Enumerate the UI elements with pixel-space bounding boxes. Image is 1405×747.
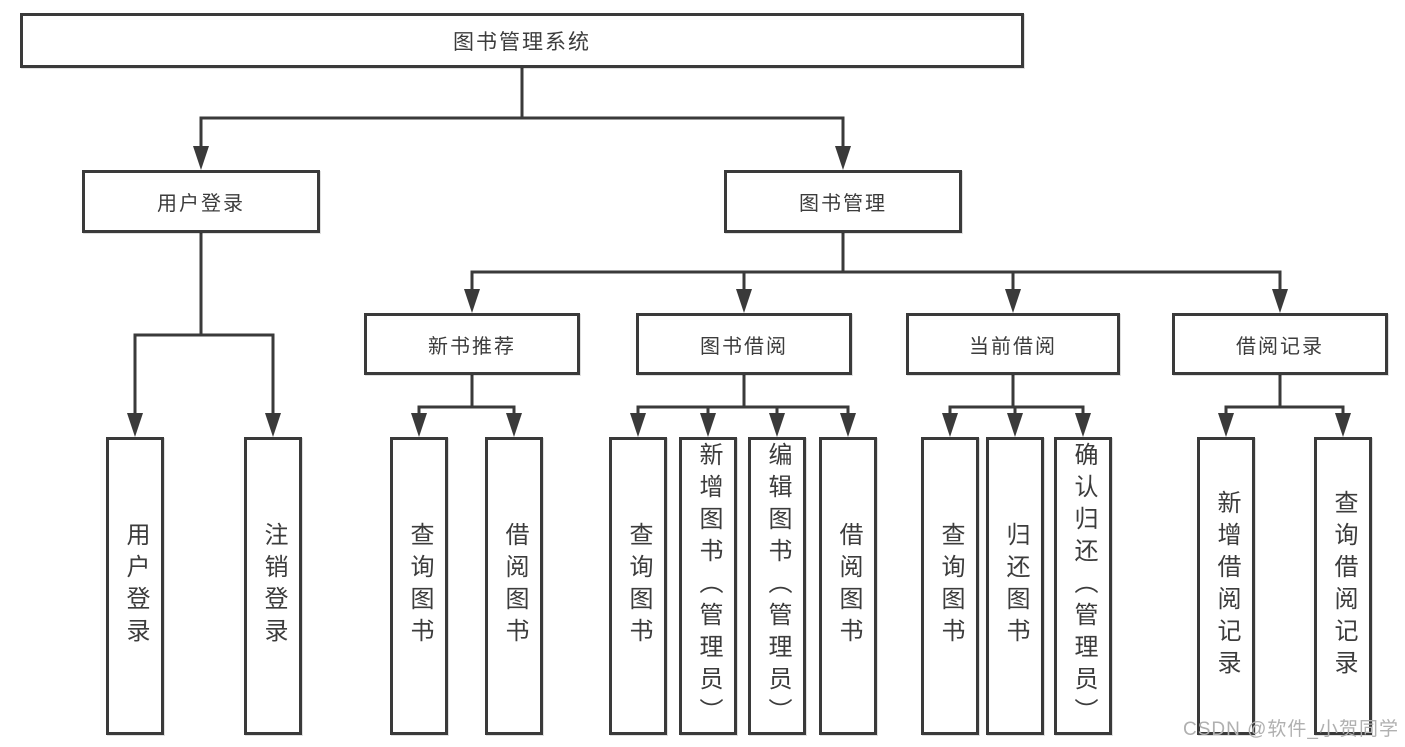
node-leaf-bb-query-books: 查询图书 — [609, 437, 667, 735]
node-leaf-cb-confirm-return-label: 确认归还（管理员） — [1070, 442, 1097, 730]
node-new-book-rec-label: 新书推荐 — [428, 335, 516, 358]
edge-new-book-rec-to-leaves — [411, 375, 522, 437]
node-leaf-br-query-record: 查询借阅记录 — [1314, 437, 1372, 735]
node-leaf-br-query-record-label: 查询借阅记录 — [1330, 490, 1357, 682]
node-leaf-cb-confirm-return: 确认归还（管理员） — [1054, 437, 1112, 735]
node-borrow-records-label: 借阅记录 — [1236, 335, 1324, 358]
node-leaf-nbr-borrow-books: 借阅图书 — [485, 437, 543, 735]
node-leaf-bb-borrow-books-label: 借阅图书 — [835, 522, 862, 650]
node-book-borrow-label: 图书借阅 — [700, 335, 788, 358]
edge-borrow-records-to-leaves — [1218, 375, 1351, 437]
node-leaf-bb-query-books-label: 查询图书 — [625, 522, 652, 650]
node-leaf-user-login-label: 用户登录 — [122, 522, 149, 650]
node-root: 图书管理系统 — [20, 13, 1024, 68]
node-borrow-records: 借阅记录 — [1172, 313, 1388, 375]
node-leaf-logout: 注销登录 — [244, 437, 302, 735]
edge-current-borrow-to-leaves — [942, 375, 1091, 437]
node-leaf-br-add-record-label: 新增借阅记录 — [1213, 490, 1240, 682]
edge-user-login-to-leaves — [127, 233, 281, 437]
edge-book-mgmt-to-level3 — [464, 233, 1288, 313]
node-leaf-nbr-borrow-books-label: 借阅图书 — [501, 522, 528, 650]
node-leaf-bb-edit-books-label: 编辑图书（管理员） — [764, 442, 791, 730]
node-new-book-rec: 新书推荐 — [364, 313, 580, 375]
node-leaf-bb-add-books-label: 新增图书（管理员） — [695, 442, 722, 730]
node-leaf-bb-edit-books: 编辑图书（管理员） — [748, 437, 806, 735]
watermark-text: CSDN @软件_小贺同学 — [1183, 719, 1399, 740]
node-leaf-nbr-query-books: 查询图书 — [390, 437, 448, 735]
edge-root-to-level2 — [193, 68, 851, 170]
edge-book-borrow-to-leaves — [630, 375, 856, 437]
node-leaf-nbr-query-books-label: 查询图书 — [406, 522, 433, 650]
node-book-mgmt: 图书管理 — [724, 170, 962, 233]
node-current-borrow-label: 当前借阅 — [969, 335, 1057, 358]
node-leaf-cb-return-books-label: 归还图书 — [1002, 522, 1029, 650]
node-leaf-br-add-record: 新增借阅记录 — [1197, 437, 1255, 735]
node-leaf-cb-query-books: 查询图书 — [921, 437, 979, 735]
node-leaf-cb-return-books: 归还图书 — [986, 437, 1044, 735]
node-leaf-logout-label: 注销登录 — [260, 522, 287, 650]
node-current-borrow: 当前借阅 — [906, 313, 1120, 375]
node-leaf-cb-query-books-label: 查询图书 — [937, 522, 964, 650]
node-book-borrow: 图书借阅 — [636, 313, 852, 375]
node-leaf-bb-borrow-books: 借阅图书 — [819, 437, 877, 735]
node-book-mgmt-label: 图书管理 — [799, 193, 887, 215]
node-user-login-label: 用户登录 — [157, 193, 245, 215]
node-leaf-bb-add-books: 新增图书（管理员） — [679, 437, 737, 735]
node-leaf-user-login: 用户登录 — [106, 437, 164, 735]
node-root-label: 图书管理系统 — [453, 30, 591, 54]
node-user-login: 用户登录 — [82, 170, 320, 233]
